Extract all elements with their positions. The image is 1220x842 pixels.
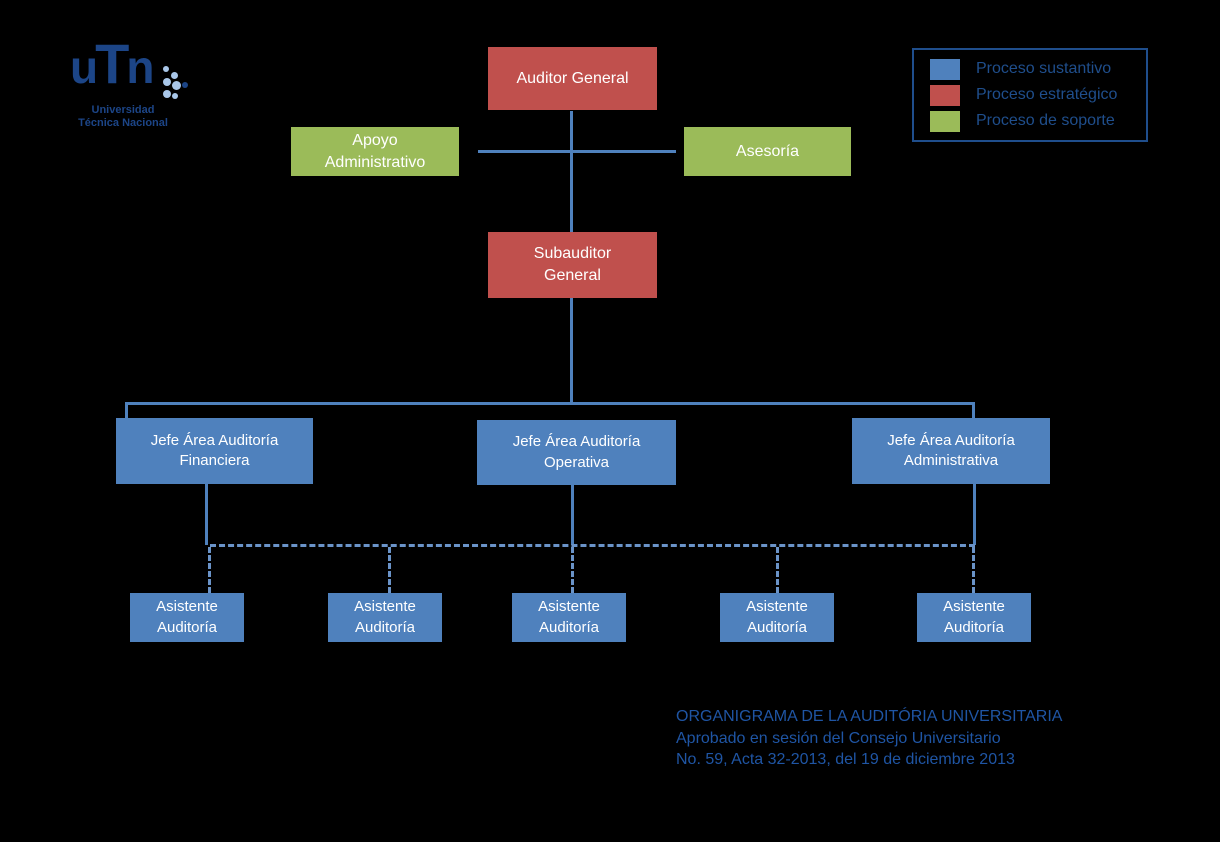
legend-item-estrategico: Proceso estratégico	[930, 84, 1146, 106]
org-node-jefe-administrativa: Jefe Área Auditoría Administrativa	[852, 418, 1050, 484]
org-node-subauditor-general: Subauditor General	[488, 232, 657, 298]
org-node-asistente-4: Asistente Auditoría	[720, 593, 834, 642]
legend-label-sustantivo: Proceso sustantivo	[976, 60, 1112, 77]
legend-swatch-soporte	[930, 110, 960, 132]
org-node-asesoria: Asesoría	[684, 127, 851, 176]
connector-drop-financiera	[125, 402, 128, 419]
utn-logo-name: Universidad Técnica Nacional	[78, 104, 168, 129]
dashed-drop-2	[388, 547, 391, 593]
dashed-drop-3	[571, 547, 574, 593]
connector-subauditor-down	[570, 298, 573, 403]
legend-swatch-estrategico	[930, 84, 960, 106]
stub-operativa-down	[571, 485, 574, 545]
legend-item-sustantivo: Proceso sustantivo	[930, 58, 1146, 80]
dashed-drop-1	[208, 547, 211, 593]
legend-swatch-sustantivo	[930, 58, 960, 80]
footer-line-3: No. 59, Acta 32-2013, del 19 de diciembr…	[676, 751, 1015, 768]
org-node-asistente-2: Asistente Auditoría	[328, 593, 442, 642]
dashed-drop-5	[972, 547, 975, 593]
dashed-drop-4	[776, 547, 779, 593]
org-node-jefe-financiera: Jefe Área Auditoría Financiera	[116, 418, 313, 484]
connector-jefes-horizontal	[125, 402, 975, 405]
utn-logo: uTn Universidad Técnica Nacional	[68, 36, 198, 137]
legend-label-soporte: Proceso de soporte	[976, 112, 1115, 129]
connector-auditor-to-cross	[570, 111, 573, 232]
stub-administrativa-down	[973, 484, 976, 545]
org-node-apoyo-administrativo: Apoyo Administrativo	[291, 127, 459, 176]
legend: Proceso sustantivo Proceso estratégico P…	[912, 48, 1148, 142]
org-node-asistente-3: Asistente Auditoría	[512, 593, 626, 642]
connector-apoyo-asesoria	[478, 150, 676, 153]
legend-item-soporte: Proceso de soporte	[930, 110, 1146, 132]
footer-line-1: ORGANIGRAMA DE LA AUDITÓRIA UNIVERSITARI…	[676, 708, 1063, 725]
footer-line-2: Aprobado en sesión del Consejo Universit…	[676, 729, 1001, 747]
org-node-asistente-1: Asistente Auditoría	[130, 593, 244, 642]
connector-asistentes-dashed	[210, 544, 975, 547]
org-node-jefe-operativa: Jefe Área Auditoría Operativa	[477, 420, 676, 485]
legend-label-estrategico: Proceso estratégico	[976, 86, 1118, 103]
stub-financiera-down	[205, 484, 208, 545]
footer-caption: ORGANIGRAMA DE LA AUDITÓRIA UNIVERSITARI…	[676, 706, 1062, 771]
org-node-auditor-general: Auditor General	[488, 47, 657, 110]
connector-drop-administrativa	[972, 402, 975, 419]
utn-wordmark: uTn	[70, 32, 154, 95]
org-node-asistente-5: Asistente Auditoría	[917, 593, 1031, 642]
